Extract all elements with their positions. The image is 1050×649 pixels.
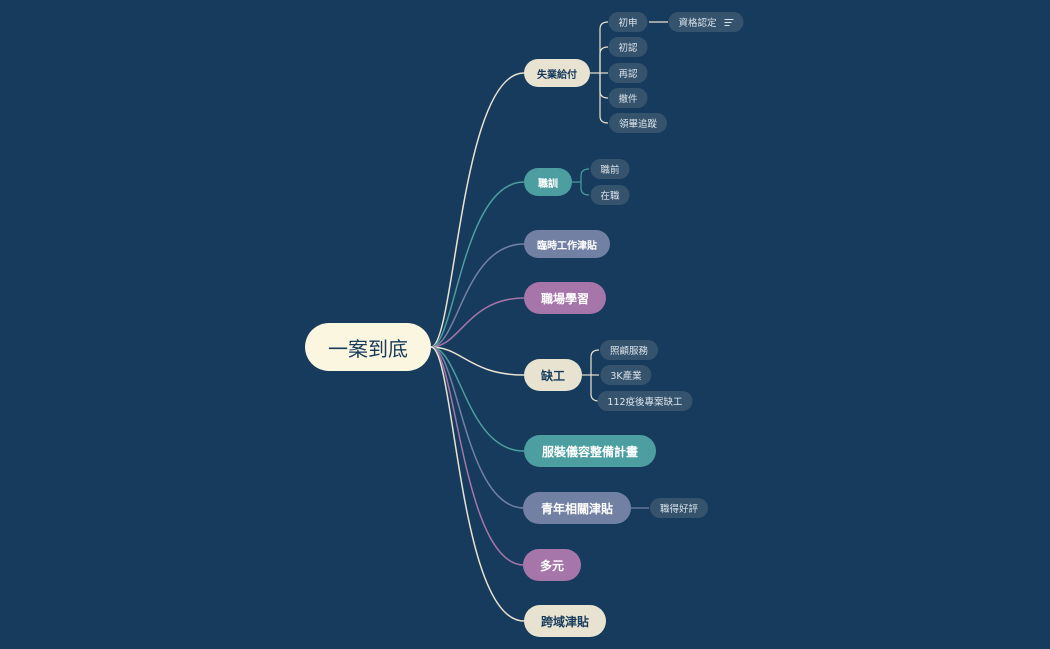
link-root-temp-work — [430, 243, 525, 348]
links-shortage-children — [582, 349, 600, 402]
link-root-training — [430, 181, 525, 348]
links-training-children — [572, 168, 590, 196]
sub-3k-industry[interactable]: 3K產業 — [600, 365, 652, 385]
branch-cross-region-allowance[interactable]: 跨域津貼 — [524, 605, 606, 637]
link-root-shortage — [430, 346, 525, 376]
note-lines-icon[interactable] — [724, 18, 734, 26]
link-root-cross-region — [430, 346, 525, 622]
sub-initial-application[interactable]: 初申 — [608, 12, 648, 32]
sub-in-service[interactable]: 在職 — [590, 185, 630, 205]
branch-attire-preparation-plan[interactable]: 服裝儀容整備計畫 — [524, 435, 656, 467]
link-root-attire — [430, 346, 525, 452]
sub-care-services[interactable]: 照顧服務 — [599, 340, 659, 360]
link-root-diverse — [430, 346, 525, 566]
branch-youth-allowance[interactable]: 青年相關津貼 — [523, 492, 631, 524]
sub-post-pandemic-shortage[interactable]: 112疫後專案缺工 — [597, 391, 693, 411]
links-unemployment-children — [590, 21, 668, 124]
link-root-unemployment — [430, 72, 525, 348]
sub-withdrawal[interactable]: 撤件 — [608, 88, 648, 108]
sub-qualification-check[interactable]: 資格認定 — [668, 12, 744, 32]
branch-temporary-work-allowance[interactable]: 臨時工作津貼 — [524, 230, 610, 258]
sub-qualification-check-label: 資格認定 — [678, 18, 717, 29]
link-root-workplace — [430, 297, 525, 348]
branch-labor-shortage[interactable]: 缺工 — [524, 359, 582, 391]
sub-pre-employment[interactable]: 職前 — [590, 159, 630, 179]
sub-completion-tracking[interactable]: 領畢追蹤 — [608, 113, 668, 133]
sub-job-review[interactable]: 職得好評 — [649, 498, 709, 518]
sub-re-recognition[interactable]: 再認 — [608, 63, 648, 83]
branch-workplace-learning[interactable]: 職場學習 — [524, 282, 606, 314]
branch-unemployment-benefit[interactable]: 失業給付 — [524, 59, 590, 87]
branch-diverse[interactable]: 多元 — [523, 549, 581, 581]
root-node[interactable]: 一案到底 — [305, 323, 431, 371]
sub-initial-recognition[interactable]: 初認 — [608, 37, 648, 57]
branch-vocational-training[interactable]: 職訓 — [524, 168, 572, 196]
link-root-youth — [430, 346, 525, 509]
